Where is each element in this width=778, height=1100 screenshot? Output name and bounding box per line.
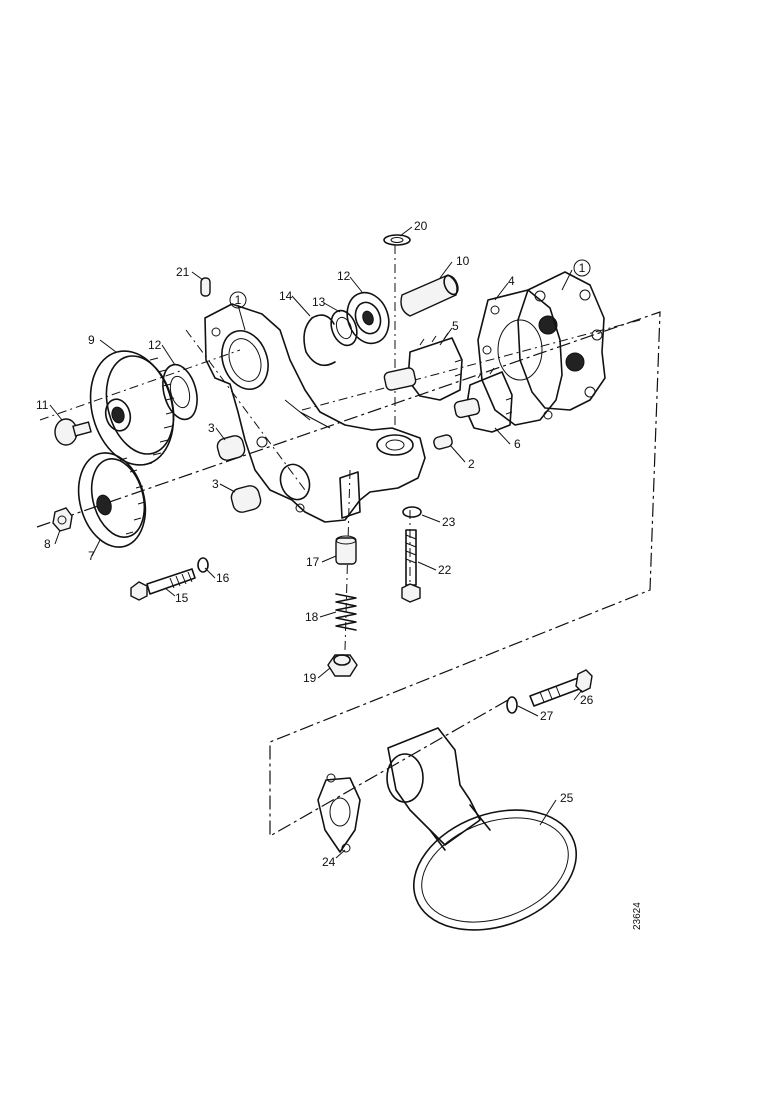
callout-label: 21 xyxy=(176,265,190,279)
relief-valve-spring-part xyxy=(335,593,357,631)
callout-label: 9 xyxy=(88,333,95,347)
callout-label: 4 xyxy=(508,274,515,288)
callout-label: 1 xyxy=(235,293,242,307)
pump-cover-part xyxy=(517,271,606,411)
leader-lines xyxy=(49,226,583,859)
gear-bolt-part xyxy=(54,418,92,446)
callout-label: 14 xyxy=(279,289,293,303)
callout-circle xyxy=(573,259,591,277)
pickup-gasket-part xyxy=(317,773,361,853)
washer-stud-part xyxy=(402,506,422,518)
pickup-bolt-part xyxy=(529,669,593,707)
callout-label: 20 xyxy=(414,219,428,233)
washer-bolt-part xyxy=(197,557,209,573)
callout-label: 13 xyxy=(312,295,326,309)
callout-label: 23 xyxy=(442,515,456,529)
pump-gear-lower-part xyxy=(453,367,513,433)
callout-label: 27 xyxy=(540,709,554,723)
callout-labels: 1 1 2 3 3 4 5 6 7 8 9 10 11 12 12 13 14 … xyxy=(36,219,594,869)
idler-gear-part xyxy=(77,452,147,548)
callout-label: 12 xyxy=(337,269,351,283)
callout-label: 1 xyxy=(579,261,586,275)
callout-label: 10 xyxy=(456,254,470,268)
callout-label: 3 xyxy=(212,477,219,491)
pump-housing-part xyxy=(204,303,426,523)
bearing-left-part xyxy=(162,363,198,421)
circlip-part xyxy=(303,314,336,367)
callout-label: 24 xyxy=(322,855,336,869)
washer-top-part xyxy=(383,234,411,246)
bushing-upper-part xyxy=(216,435,246,461)
callout-label: 26 xyxy=(580,693,594,707)
relief-pin-part xyxy=(433,434,453,450)
plug-part xyxy=(327,654,358,677)
callout-label: 16 xyxy=(216,571,230,585)
callout-label: 8 xyxy=(44,537,51,551)
callout-label: 7 xyxy=(88,549,95,563)
stud-bolt-part xyxy=(401,529,421,603)
nut-part xyxy=(52,507,73,532)
callout-label: 18 xyxy=(305,610,319,624)
callout-label: 6 xyxy=(514,437,521,451)
callout-label: 15 xyxy=(175,591,189,605)
bearing-upper-part xyxy=(346,291,390,345)
pump-gear-upper-part xyxy=(383,332,463,401)
oil-pickup-strainer-part xyxy=(386,727,578,931)
bushing-lower-part xyxy=(230,485,262,513)
washer-pickup-part xyxy=(506,696,518,714)
callout-label: 5 xyxy=(452,319,459,333)
drive-gear-part xyxy=(89,350,175,466)
callout-label: 19 xyxy=(303,671,317,685)
callout-label: 22 xyxy=(438,563,452,577)
shaft-sleeve-part xyxy=(400,274,459,317)
dowel-pin-part xyxy=(200,277,211,297)
callout-label: 3 xyxy=(208,421,215,435)
callout-label: 12 xyxy=(148,338,162,352)
callout-label: 25 xyxy=(560,791,574,805)
callout-label: 2 xyxy=(468,457,475,471)
callout-label: 11 xyxy=(36,398,49,412)
drawing-reference-number: 23624 xyxy=(632,902,643,930)
callout-label: 17 xyxy=(306,555,320,569)
callout-circle xyxy=(229,291,247,309)
long-bolt-part xyxy=(130,568,196,601)
relief-valve-piston-part xyxy=(335,535,357,565)
